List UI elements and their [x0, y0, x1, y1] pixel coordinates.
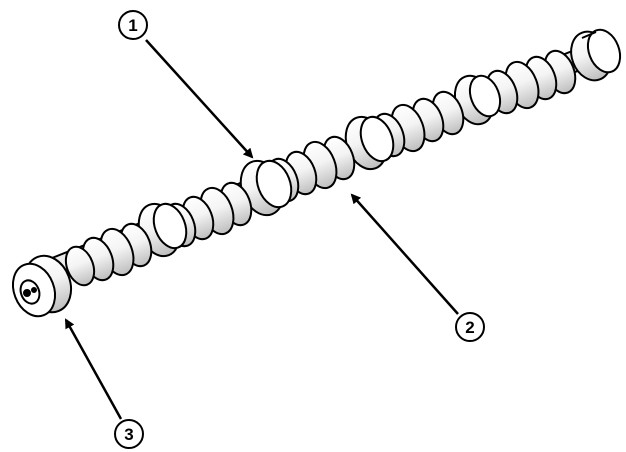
callout-number: 3	[124, 425, 133, 444]
callout-number: 2	[465, 318, 474, 337]
callout-circle	[114, 419, 144, 449]
callout-arrow	[145, 39, 254, 159]
lobe-group-rear	[485, 49, 577, 115]
rear-journal	[570, 28, 622, 82]
callout-number: 1	[128, 16, 137, 35]
lobe-group-1	[64, 222, 153, 287]
callout-circle	[455, 312, 485, 342]
callout-3: 3	[64, 318, 144, 449]
callout-circle	[118, 10, 148, 40]
callout-2: 2	[350, 193, 485, 342]
camshaft	[11, 28, 622, 318]
callout-1: 1	[118, 10, 254, 159]
front-journal	[11, 254, 73, 318]
callout-arrow	[64, 318, 123, 420]
callout-arrow	[350, 193, 459, 315]
journal-2	[239, 159, 293, 217]
